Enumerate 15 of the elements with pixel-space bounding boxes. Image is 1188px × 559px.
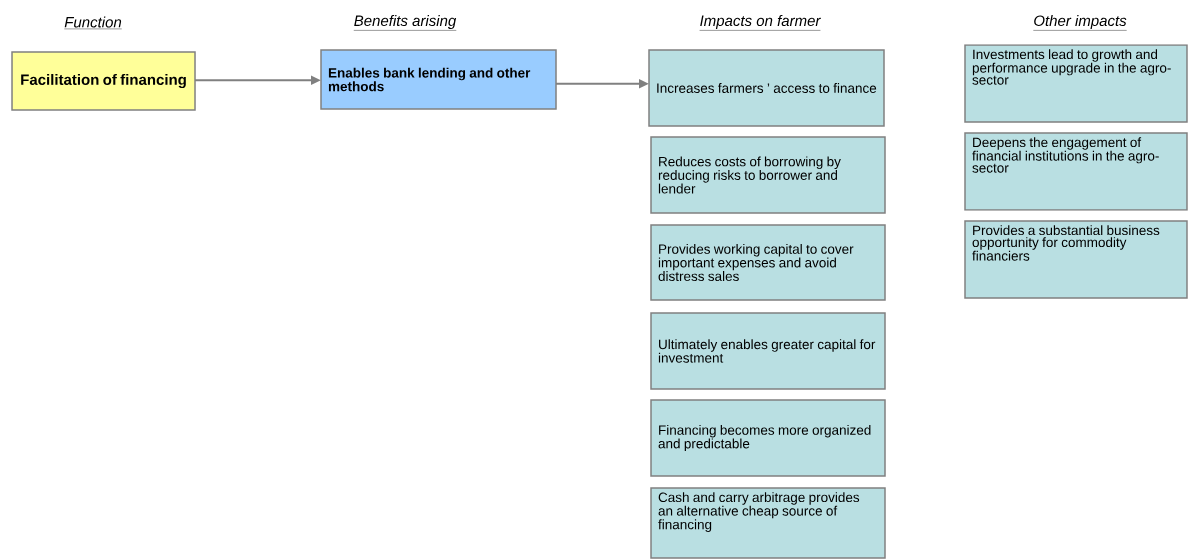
impact-box: Provides working capital to cover important expenses and avoid distress sales: [650, 224, 886, 301]
column-heading: Impacts on farmer: [699, 15, 821, 31]
impact-box: Ultimately enables greater capital for investment: [650, 312, 886, 390]
impact-box: Provides a substantial business opportunity for commodity financiers: [964, 220, 1188, 299]
column-heading: Function: [64, 16, 122, 30]
benefit-box: Enables bank lending and other methods: [320, 49, 557, 110]
impact-box: Reduces costs of borrowing by reducing risks to borrower and lender: [650, 136, 886, 214]
impact-box: Increases farmers ’ access to finance: [648, 49, 885, 127]
column-heading: Other impacts: [1033, 15, 1127, 31]
impact-box: Financing becomes more organized and predictable: [650, 399, 886, 477]
impact-box: Cash and carry arbitrage provides an alternative cheap source of financing: [650, 487, 886, 559]
function-box: Facilitation of financing: [11, 51, 196, 111]
impact-box: Investments lead to growth and performance upgrade in the agro-sector: [964, 44, 1188, 123]
column-heading: Benefits arising: [353, 15, 457, 31]
impact-box: Deepens the engagement of financial institutions in the agro-sector: [964, 132, 1188, 211]
